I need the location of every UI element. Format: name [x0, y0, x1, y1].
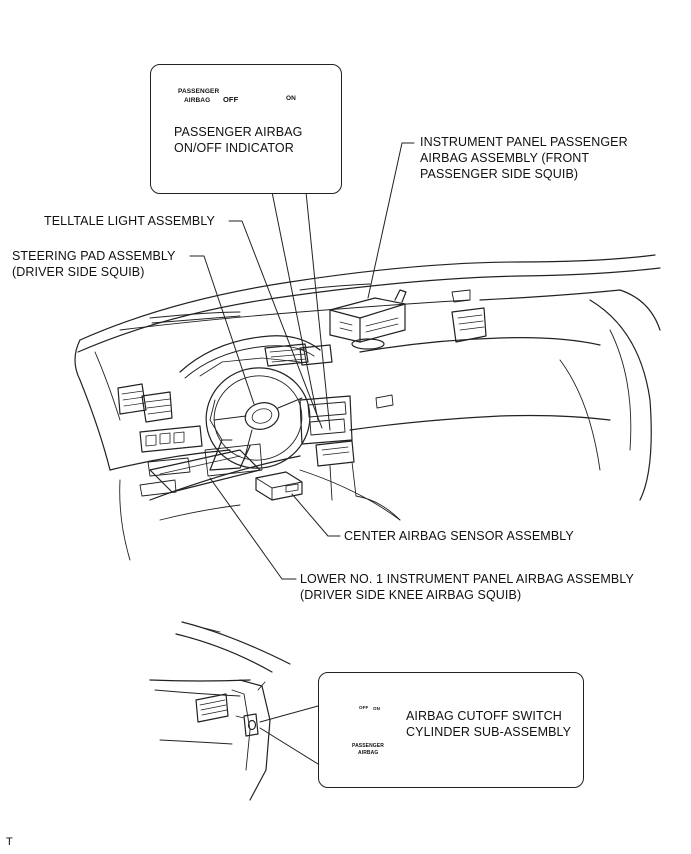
- corner-mark: T: [6, 836, 13, 848]
- cutoff-switch-callout: [318, 672, 584, 788]
- indicator-badge-line2: AIRBAG: [184, 97, 211, 104]
- switch-badge-line1: PASSENGER: [352, 743, 384, 749]
- passenger-airbag-label-2: AIRBAG ASSEMBLY (FRONT: [420, 151, 590, 165]
- knee-airbag-label-2: (DRIVER SIDE KNEE AIRBAG SQUIB): [300, 588, 522, 602]
- steering-wheel: [205, 367, 311, 469]
- switch-badge-off: OFF: [359, 705, 369, 710]
- passenger-airbag-label-1: INSTRUMENT PANEL PASSENGER: [420, 135, 628, 149]
- passenger-airbag-label-3: PASSENGER SIDE SQUIB): [420, 167, 579, 181]
- steering-pad-label-1: STEERING PAD ASSEMBLY: [12, 249, 176, 263]
- cutoff-switch-label-1: AIRBAG CUTOFF SWITCH: [406, 709, 562, 723]
- passenger-indicator-label-1: PASSENGER AIRBAG: [174, 125, 303, 139]
- telltale-label: TELLTALE LIGHT ASSEMBLY: [44, 214, 215, 228]
- knee-airbag-label-1: LOWER NO. 1 INSTRUMENT PANEL AIRBAG ASSE…: [300, 572, 634, 586]
- cutoff-switch-label-2: CYLINDER SUB-ASSEMBLY: [406, 725, 572, 739]
- knee-airbag-module: [149, 449, 261, 493]
- indicator-badge-off: OFF: [223, 95, 239, 104]
- leader-lines: [189, 142, 415, 580]
- dashboard-side-detail: [149, 621, 319, 801]
- center-airbag-sensor: [255, 471, 303, 501]
- passenger-indicator-callout: [150, 64, 342, 194]
- steering-pad-label-2: (DRIVER SIDE SQUIB): [12, 265, 145, 279]
- switch-badge-line2: AIRBAG: [358, 750, 379, 756]
- indicator-badge-on: ON: [286, 95, 296, 102]
- passenger-airbag-module: [329, 289, 407, 350]
- indicator-badge-line1: PASSENGER: [178, 88, 220, 95]
- dashboard-top-view: [74, 254, 661, 561]
- switch-badge-on: ON: [373, 706, 380, 711]
- center-sensor-label: CENTER AIRBAG SENSOR ASSEMBLY: [344, 529, 574, 543]
- passenger-indicator-label-2: ON/OFF INDICATOR: [174, 141, 294, 155]
